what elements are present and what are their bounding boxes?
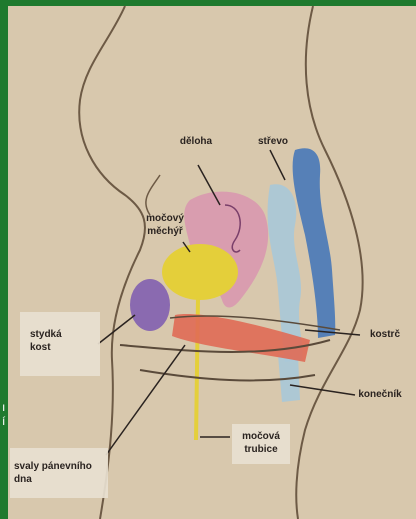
label-svaly-line1: svaly pánevního (14, 460, 106, 473)
label-konecnik-text: konečník (358, 389, 401, 400)
edge-glyph-1: ı (2, 400, 8, 414)
label-mocovy-mechyr: močový měchýř (130, 212, 200, 238)
label-svaly: svaly pánevního dna (14, 460, 106, 486)
leader-strevo (270, 150, 285, 180)
label-mechyr-line1: močový (130, 212, 200, 225)
label-mechyr-line2: měchýř (130, 225, 200, 238)
label-strevo-text: střevo (258, 136, 288, 147)
label-svaly-line2: dna (14, 473, 106, 486)
label-stydka-kost: stydká kost (20, 328, 86, 354)
pubic-bone (130, 279, 170, 331)
label-konecnik: konečník (350, 388, 410, 401)
label-kostrc: kostrč (360, 328, 410, 341)
bladder (162, 244, 238, 300)
label-kostrc-text: kostrč (370, 329, 400, 340)
label-stydka-line2: kost (30, 341, 86, 354)
label-stydka-line1: stydká (30, 328, 86, 341)
label-trubice-line1: močová (232, 430, 290, 443)
edge-glyph-2: í (2, 414, 8, 428)
body-outline-front (79, 6, 145, 519)
label-mocova-trubice: močová trubice (232, 430, 290, 456)
body-outline-inner (146, 175, 160, 215)
leader-stydka-kost (98, 315, 135, 344)
label-trubice-line2: trubice (232, 443, 290, 456)
label-deloha: děloha (166, 135, 226, 148)
edge-glyphs: ı í (2, 400, 8, 420)
label-deloha-text: děloha (180, 136, 212, 147)
leader-svaly (106, 345, 185, 455)
label-strevo: střevo (248, 135, 298, 148)
